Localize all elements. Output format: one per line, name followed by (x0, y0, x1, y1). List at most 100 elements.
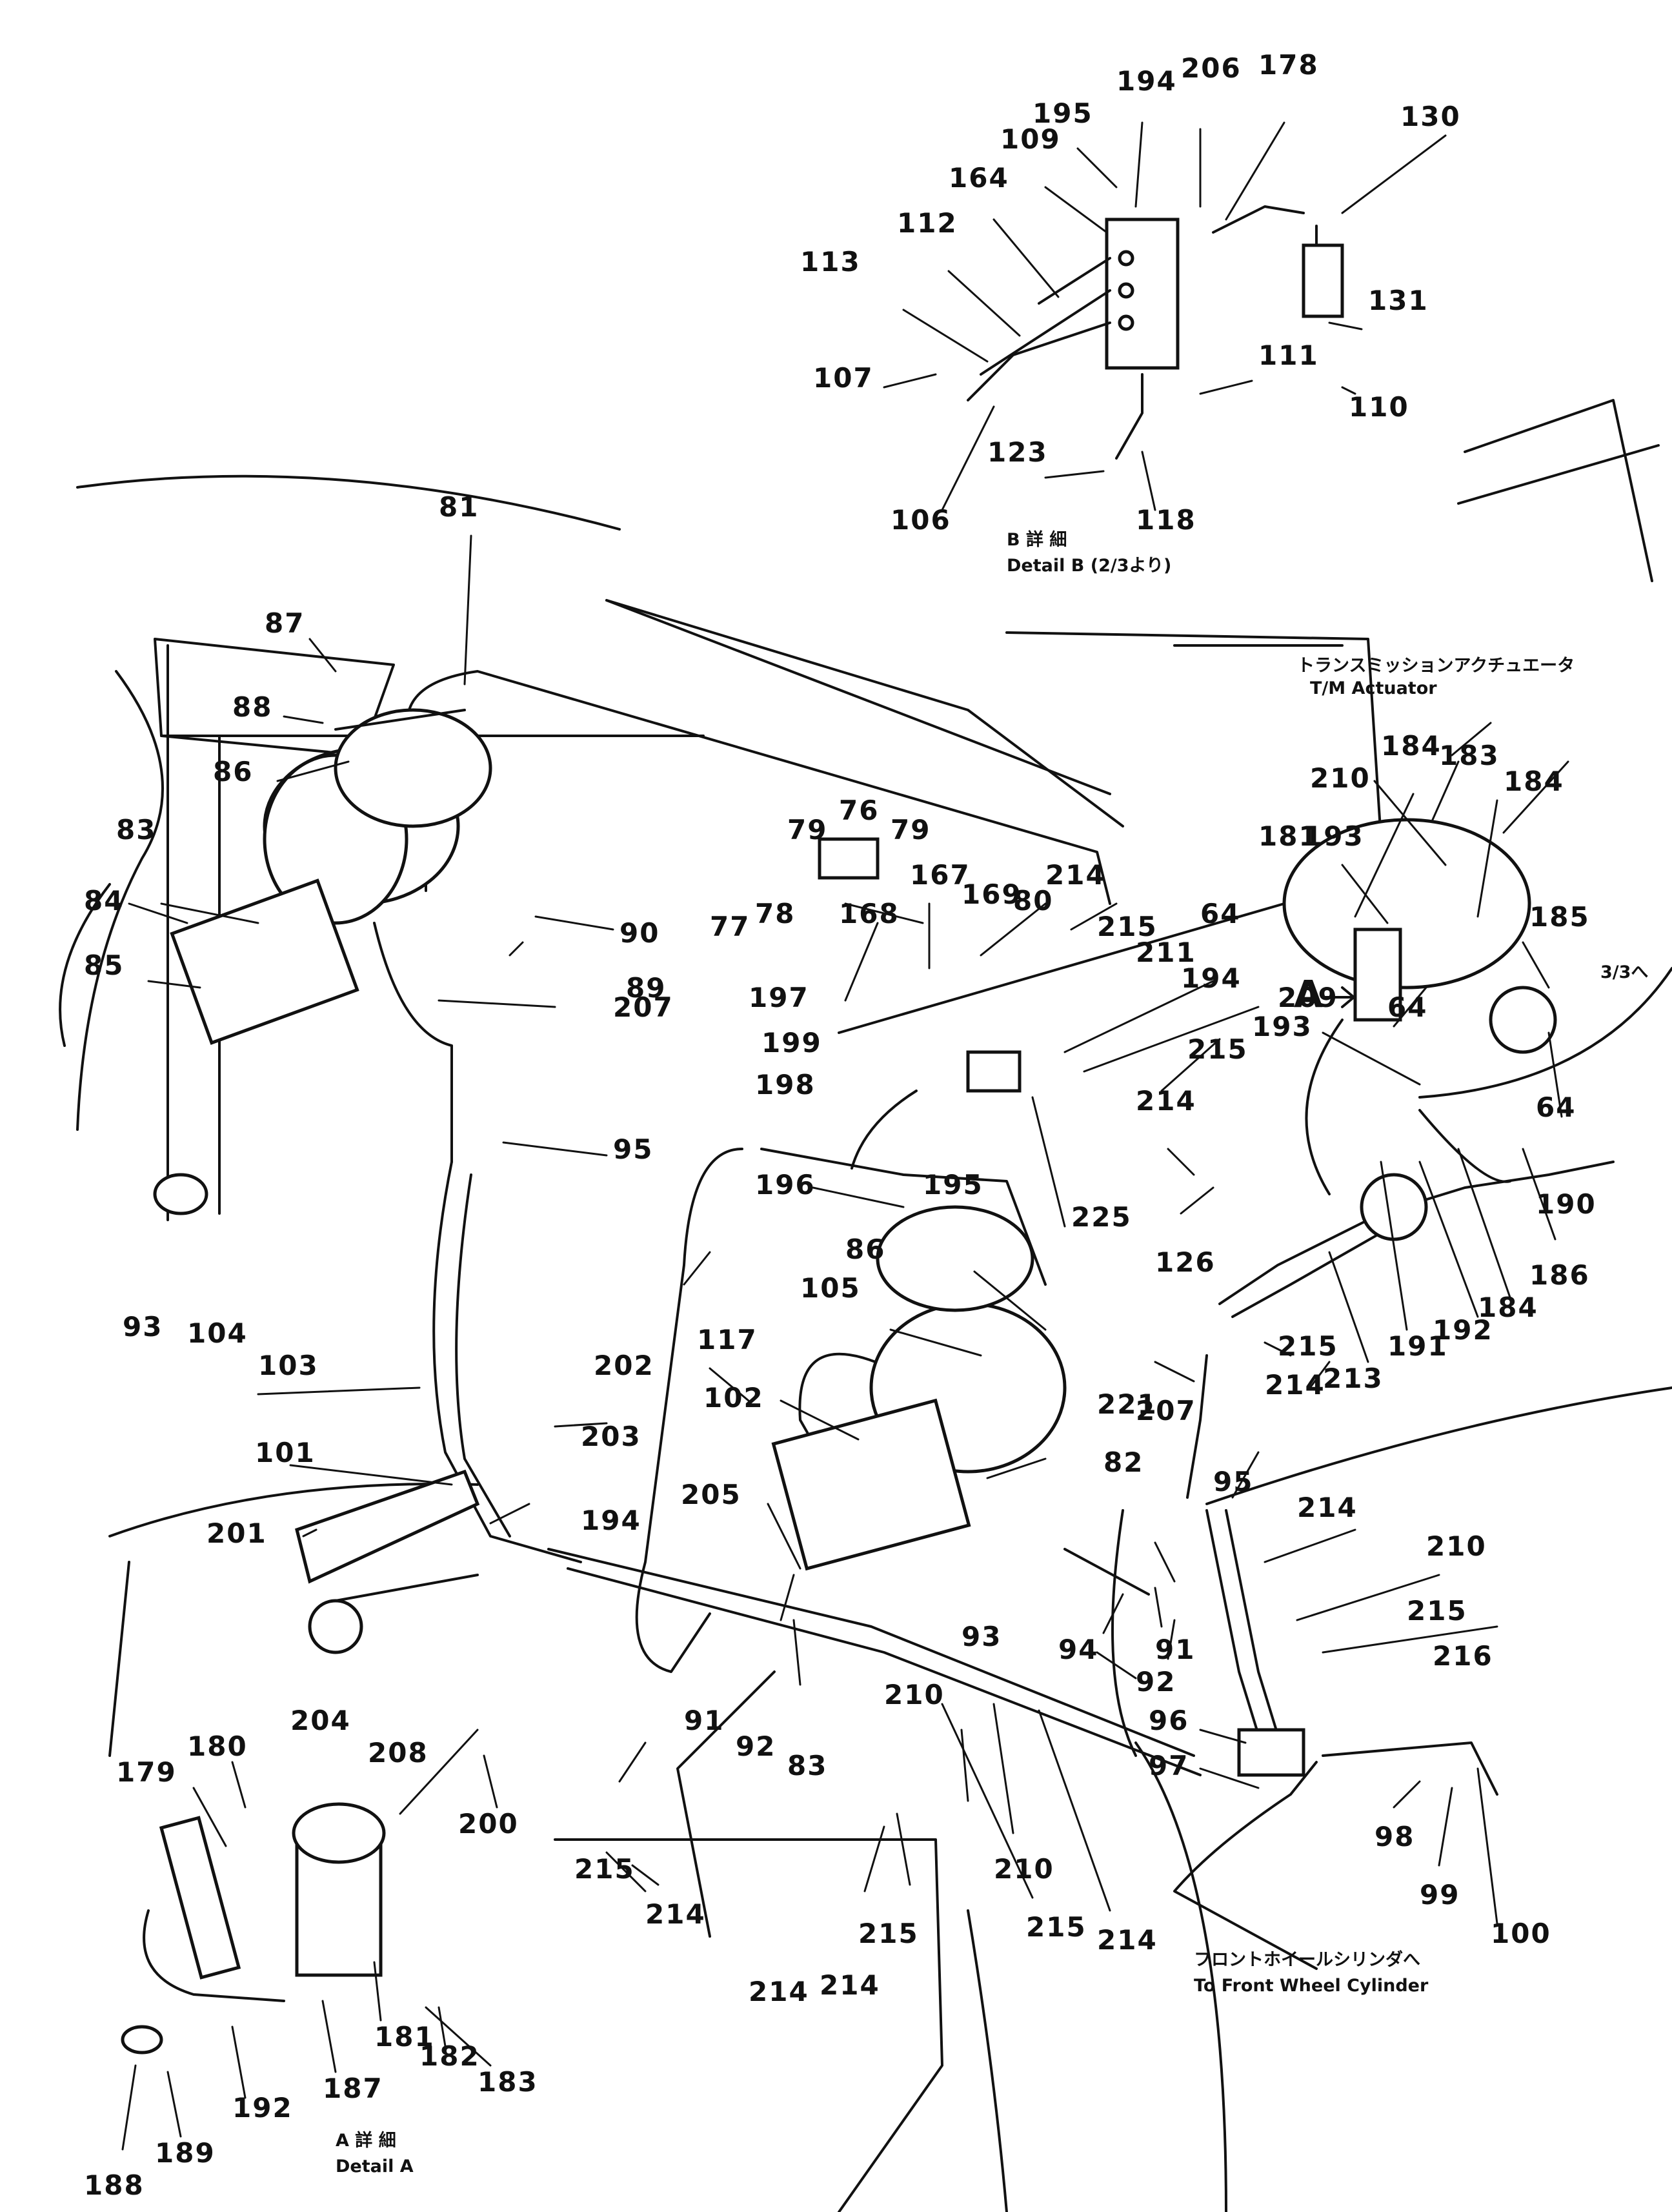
part-number: 206 (1181, 52, 1242, 84)
part-number: 168 (839, 898, 900, 929)
part-number: 92 (736, 1730, 776, 1762)
part-number: 83 (787, 1750, 827, 1781)
part-number: 82 (1103, 1446, 1143, 1478)
part-number: 194 (581, 1505, 641, 1536)
part-number: 205 (681, 1479, 741, 1510)
part-number: 214 (1265, 1369, 1325, 1401)
part-number: 207 (613, 991, 674, 1023)
part-number: 96 (1149, 1705, 1189, 1736)
part-number: 85 (84, 949, 124, 981)
part-number: 214 (749, 1976, 809, 2007)
part-number: 97 (1149, 1750, 1189, 1781)
part-number: 202 (594, 1350, 654, 1381)
part-number: 215 (1187, 1033, 1248, 1065)
part-number: 204 (290, 1705, 351, 1736)
part-number: 221 (1097, 1388, 1158, 1420)
detail-a-caption-jp: A 詳 細 (336, 2130, 396, 2151)
part-number: 187 (323, 2073, 383, 2104)
part-number: 89 (626, 972, 666, 1004)
part-number: 81 (439, 491, 479, 523)
part-number: 98 (1375, 1821, 1415, 1852)
part-number: 214 (1045, 859, 1106, 891)
part-number: 100 (1491, 1918, 1551, 1949)
detail-b-block (967, 205, 1344, 460)
valve-block-center (818, 837, 1022, 1093)
part-number: 192 (1433, 1314, 1493, 1346)
part-number: 199 (761, 1027, 822, 1059)
front-wheel-caption-en: To Front Wheel Cylinder (1194, 1976, 1429, 1996)
part-number: 193 (1252, 1011, 1313, 1042)
part-number: 87 (265, 607, 305, 639)
part-number: 103 (258, 1350, 319, 1381)
detail-a-filter (121, 1802, 386, 2055)
view-marker-a-arrow (1322, 986, 1355, 1008)
part-number: 95 (613, 1133, 653, 1165)
part-number: 86 (213, 756, 253, 787)
part-number: 210 (884, 1679, 945, 1710)
part-number: 192 (232, 2092, 293, 2124)
part-number: 215 (1026, 1911, 1087, 1943)
part-number: 197 (749, 982, 809, 1013)
part-number: 95 (1213, 1466, 1253, 1497)
part-number: 110 (1349, 391, 1409, 423)
part-number: 215 (1278, 1330, 1338, 1362)
part-number: 184 (1478, 1292, 1538, 1323)
part-number: 207 (1136, 1395, 1196, 1426)
part-number: 107 (813, 362, 874, 394)
air-tank-left (334, 708, 492, 828)
tm-actuator-caption-jp: トランスミッションアクチュエータ (1297, 656, 1575, 676)
part-number: 195 (1032, 97, 1093, 129)
part-number: 211 (1136, 937, 1196, 968)
part-number: 194 (1116, 65, 1177, 97)
detail-b-caption-en: Detail B (2/3より) (1007, 556, 1171, 576)
part-number: 109 (1000, 123, 1061, 155)
part-number: 215 (574, 1853, 635, 1885)
part-number: 215 (1407, 1595, 1467, 1627)
front-wheel-caption-jp: フロントホイールシリンダへ (1194, 1949, 1420, 1970)
part-number: 181 (1258, 820, 1319, 852)
part-number: 83 (116, 814, 156, 846)
front-wheel-tee (1237, 1728, 1305, 1777)
part-number: 105 (800, 1272, 861, 1304)
part-number: 104 (187, 1317, 248, 1349)
part-number: 101 (255, 1437, 316, 1468)
part-number: 189 (155, 2137, 216, 2169)
detail-a-caption-en: Detail A (336, 2156, 414, 2176)
part-number: 215 (1097, 911, 1158, 942)
part-number: 113 (800, 246, 861, 278)
part-number: 99 (1420, 1879, 1460, 1911)
part-number: 179 (116, 1756, 177, 1788)
part-number: 214 (1297, 1492, 1358, 1523)
part-number: 94 (1058, 1634, 1098, 1665)
continuation-note: 3/3へ (1600, 962, 1648, 982)
part-number: 130 (1400, 101, 1461, 132)
part-number: 181 (374, 2021, 435, 2053)
part-number: 77 (710, 911, 750, 942)
part-number-labels: 194 206 178 195 130 109 164 112 113 131 … (84, 49, 1596, 2201)
part-number: 193 (1304, 820, 1364, 852)
part-number: 64 (1387, 991, 1427, 1023)
part-number: 200 (458, 1808, 519, 1840)
part-number: 214 (1136, 1085, 1196, 1117)
part-number: 79 (787, 814, 827, 846)
part-number: 190 (1536, 1188, 1596, 1220)
part-number: 184 (1381, 730, 1442, 762)
part-number: 91 (684, 1705, 724, 1736)
part-number: 111 (1258, 340, 1319, 371)
part-number: 215 (858, 1918, 919, 1949)
part-number: 214 (1097, 1924, 1158, 1956)
part-number: 182 (419, 2040, 480, 2072)
tm-actuator-caption-en: T/M Actuator (1310, 678, 1437, 698)
part-number: 208 (368, 1737, 428, 1769)
part-number: 93 (123, 1311, 163, 1343)
part-number: 213 (1323, 1363, 1384, 1394)
part-number: 201 (206, 1517, 267, 1549)
leader-lines (121, 121, 1569, 2151)
part-number: 93 (962, 1621, 1002, 1652)
part-number: 191 (1387, 1330, 1448, 1362)
part-number: 186 (1529, 1259, 1590, 1291)
part-number: 79 (891, 814, 931, 846)
part-number: 86 (845, 1233, 885, 1265)
part-number: 64 (1536, 1091, 1576, 1123)
